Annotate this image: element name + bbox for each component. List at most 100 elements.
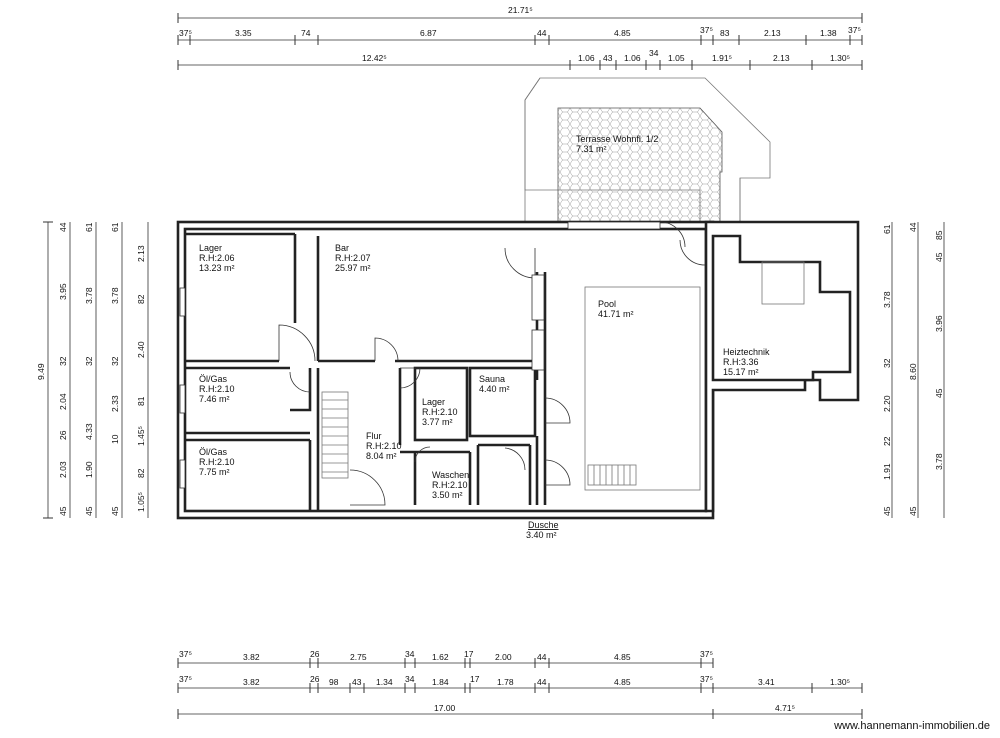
dim: 1.38 xyxy=(820,28,837,38)
watermark-text: www.hannemann-immobilien.de xyxy=(834,720,990,732)
room-area: 25.97 m² xyxy=(335,263,371,273)
dim: 3.78 xyxy=(934,453,944,470)
dim: 37⁵ xyxy=(179,28,192,38)
dim: 2.40 xyxy=(136,341,146,358)
right-dimensions: 61 3.78 32 2.20 22 1.91 45 44 8.60 45 85… xyxy=(882,222,945,518)
dim: 4.85 xyxy=(614,652,631,662)
dim: 37⁵ xyxy=(700,649,713,659)
room-height: R.H:2.10 xyxy=(366,441,402,451)
dim: 3.78 xyxy=(882,291,892,308)
dim: 45 xyxy=(934,388,944,398)
room-height: R.H:2.06 xyxy=(199,253,235,263)
room-height: R.H:2.07 xyxy=(335,253,371,263)
dim: 2.00 xyxy=(495,652,512,662)
room-area: 7.75 m² xyxy=(199,467,230,477)
room-name: Heiztechnik xyxy=(723,347,770,357)
room-area: 7.31 m² xyxy=(576,144,607,154)
dim: 61 xyxy=(882,224,892,234)
dim: 32 xyxy=(110,356,120,366)
dim: 1.30⁵ xyxy=(830,53,850,63)
dim: 45 xyxy=(110,506,120,516)
room-area: 3.40 m² xyxy=(526,530,557,540)
dim: 1.45⁵ xyxy=(136,426,146,446)
dim: 3.35 xyxy=(235,28,252,38)
room-name: Waschen xyxy=(432,470,469,480)
dim: 82 xyxy=(136,468,146,478)
dim: 2.13 xyxy=(136,245,146,262)
dim: 1.91 xyxy=(882,463,892,480)
windows xyxy=(179,221,661,489)
dim: 1.30⁵ xyxy=(830,677,850,687)
dim: 45 xyxy=(84,506,94,516)
dim-top-overall: 21.71⁵ xyxy=(508,5,533,15)
dim: 2.03 xyxy=(58,461,68,478)
dim: 37⁵ xyxy=(848,25,861,35)
dim: 1.84 xyxy=(432,677,449,687)
room-name: Pool xyxy=(598,299,616,309)
dim: 4.33 xyxy=(84,423,94,440)
dim: 2.20 xyxy=(882,395,892,412)
room-height: R.H:2.10 xyxy=(432,480,468,490)
dim: 1.91⁵ xyxy=(712,53,732,63)
dim: 1.05 xyxy=(668,53,685,63)
room-area: 3.50 m² xyxy=(432,490,463,500)
dim: 26 xyxy=(58,430,68,440)
dim: 82 xyxy=(136,294,146,304)
dim: 3.78 xyxy=(110,287,120,304)
dim: 61 xyxy=(84,222,94,232)
room-name: Öl/Gas xyxy=(199,447,228,457)
top-dimensions: 21.71⁵ 37⁵ 3.35 74 6.87 44 4.85 37⁵ 83 2… xyxy=(177,5,863,70)
dim-bottom-annex: 4.71⁵ xyxy=(775,703,795,713)
room-area: 15.17 m² xyxy=(723,367,759,377)
dim: 45 xyxy=(58,506,68,516)
room-name: Lager xyxy=(199,243,222,253)
dim-left-overall: 9.49 xyxy=(36,363,46,380)
dim: 2.04 xyxy=(58,393,68,410)
dim: 45 xyxy=(882,506,892,516)
stairs xyxy=(321,391,637,486)
room-height: R.H:2.10 xyxy=(199,384,235,394)
bottom-dimensions: 37⁵ 3.82 26 2.75 34 1.62 17 2.00 44 4.85… xyxy=(177,649,863,719)
dim: 3.41 xyxy=(758,677,775,687)
dim: 37⁵ xyxy=(179,649,192,659)
dim: 44 xyxy=(537,652,547,662)
terrace xyxy=(524,77,771,223)
dim: 22 xyxy=(882,436,892,446)
dim: 34 xyxy=(405,674,415,684)
room-height: R.H:2.10 xyxy=(199,457,235,467)
room-name: Sauna xyxy=(479,374,505,384)
room-height: R.H:3.36 xyxy=(723,357,759,367)
dim: 3.95 xyxy=(58,283,68,300)
dim: 2.75 xyxy=(350,652,367,662)
dim: 32 xyxy=(84,356,94,366)
dim: 10 xyxy=(110,434,120,444)
dim: 44 xyxy=(537,677,547,687)
room-area: 4.40 m² xyxy=(479,384,510,394)
dim: 3.82 xyxy=(243,677,260,687)
room-name: Öl/Gas xyxy=(199,374,228,384)
dim: 17 xyxy=(464,649,474,659)
dim: 3.96 xyxy=(934,315,944,332)
dim: 1.06 xyxy=(624,53,641,63)
dim: 12.42⁵ xyxy=(362,53,387,63)
left-dimensions: 9.49 44 3.95 32 2.04 26 2.03 45 61 3.78 … xyxy=(36,221,149,519)
dim: 1.78 xyxy=(497,677,514,687)
dim: 2.13 xyxy=(773,53,790,63)
dim: 17 xyxy=(470,674,480,684)
dim: 32 xyxy=(58,356,68,366)
dim: 3.78 xyxy=(84,287,94,304)
dim: 4.85 xyxy=(614,28,631,38)
room-area: 41.71 m² xyxy=(598,309,634,319)
dim: 44 xyxy=(58,222,68,232)
dim: 83 xyxy=(720,28,730,38)
room-area: 8.04 m² xyxy=(366,451,397,461)
dim: 45 xyxy=(934,252,944,262)
room-name: Flur xyxy=(366,431,382,441)
room-labels: Lager R.H:2.06 13.23 m² Bar R.H:2.07 25.… xyxy=(199,134,770,540)
room-height: R.H:2.10 xyxy=(422,407,458,417)
room-area: 13.23 m² xyxy=(199,263,235,273)
dim: 43 xyxy=(352,677,362,687)
outer-walls xyxy=(176,220,860,520)
dim: 8.60 xyxy=(908,363,918,380)
